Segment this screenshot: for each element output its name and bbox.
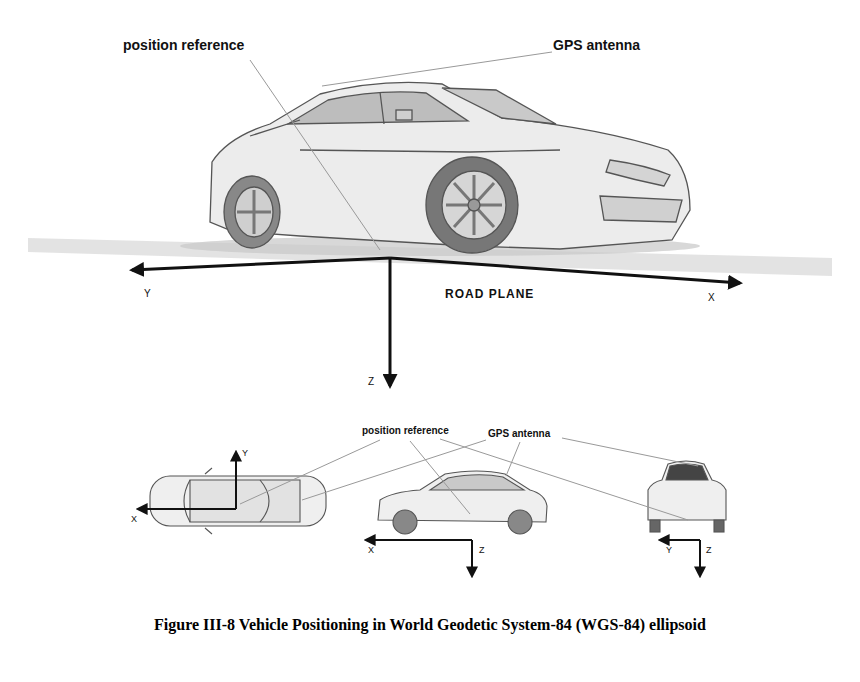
axis-label: Y [242, 449, 248, 459]
callout-label: position reference [362, 425, 449, 436]
leader-line [240, 438, 698, 520]
axis-label: Z [479, 546, 485, 556]
axis-label: Y [144, 288, 151, 299]
axis-label: Z [706, 546, 712, 556]
axis-label: Y [666, 546, 672, 556]
side-view-car [378, 471, 547, 534]
axis-label: X [708, 292, 715, 303]
rear-view-car [648, 461, 726, 532]
callout-label: GPS antenna [553, 38, 640, 53]
axis [138, 452, 700, 576]
axis-label: X [131, 515, 137, 525]
axis-label: X [368, 546, 374, 556]
leader-line [250, 52, 552, 250]
plane-label: ROAD PLANE [445, 288, 534, 301]
callout-label: GPS antenna [488, 428, 550, 439]
main-car [210, 82, 690, 253]
top-view-car [150, 468, 326, 534]
axis [132, 258, 740, 386]
callout-label: position reference [123, 38, 244, 53]
axis-label: Z [368, 376, 374, 387]
figure-caption: Figure III-8 Vehicle Positioning in Worl… [0, 616, 860, 634]
